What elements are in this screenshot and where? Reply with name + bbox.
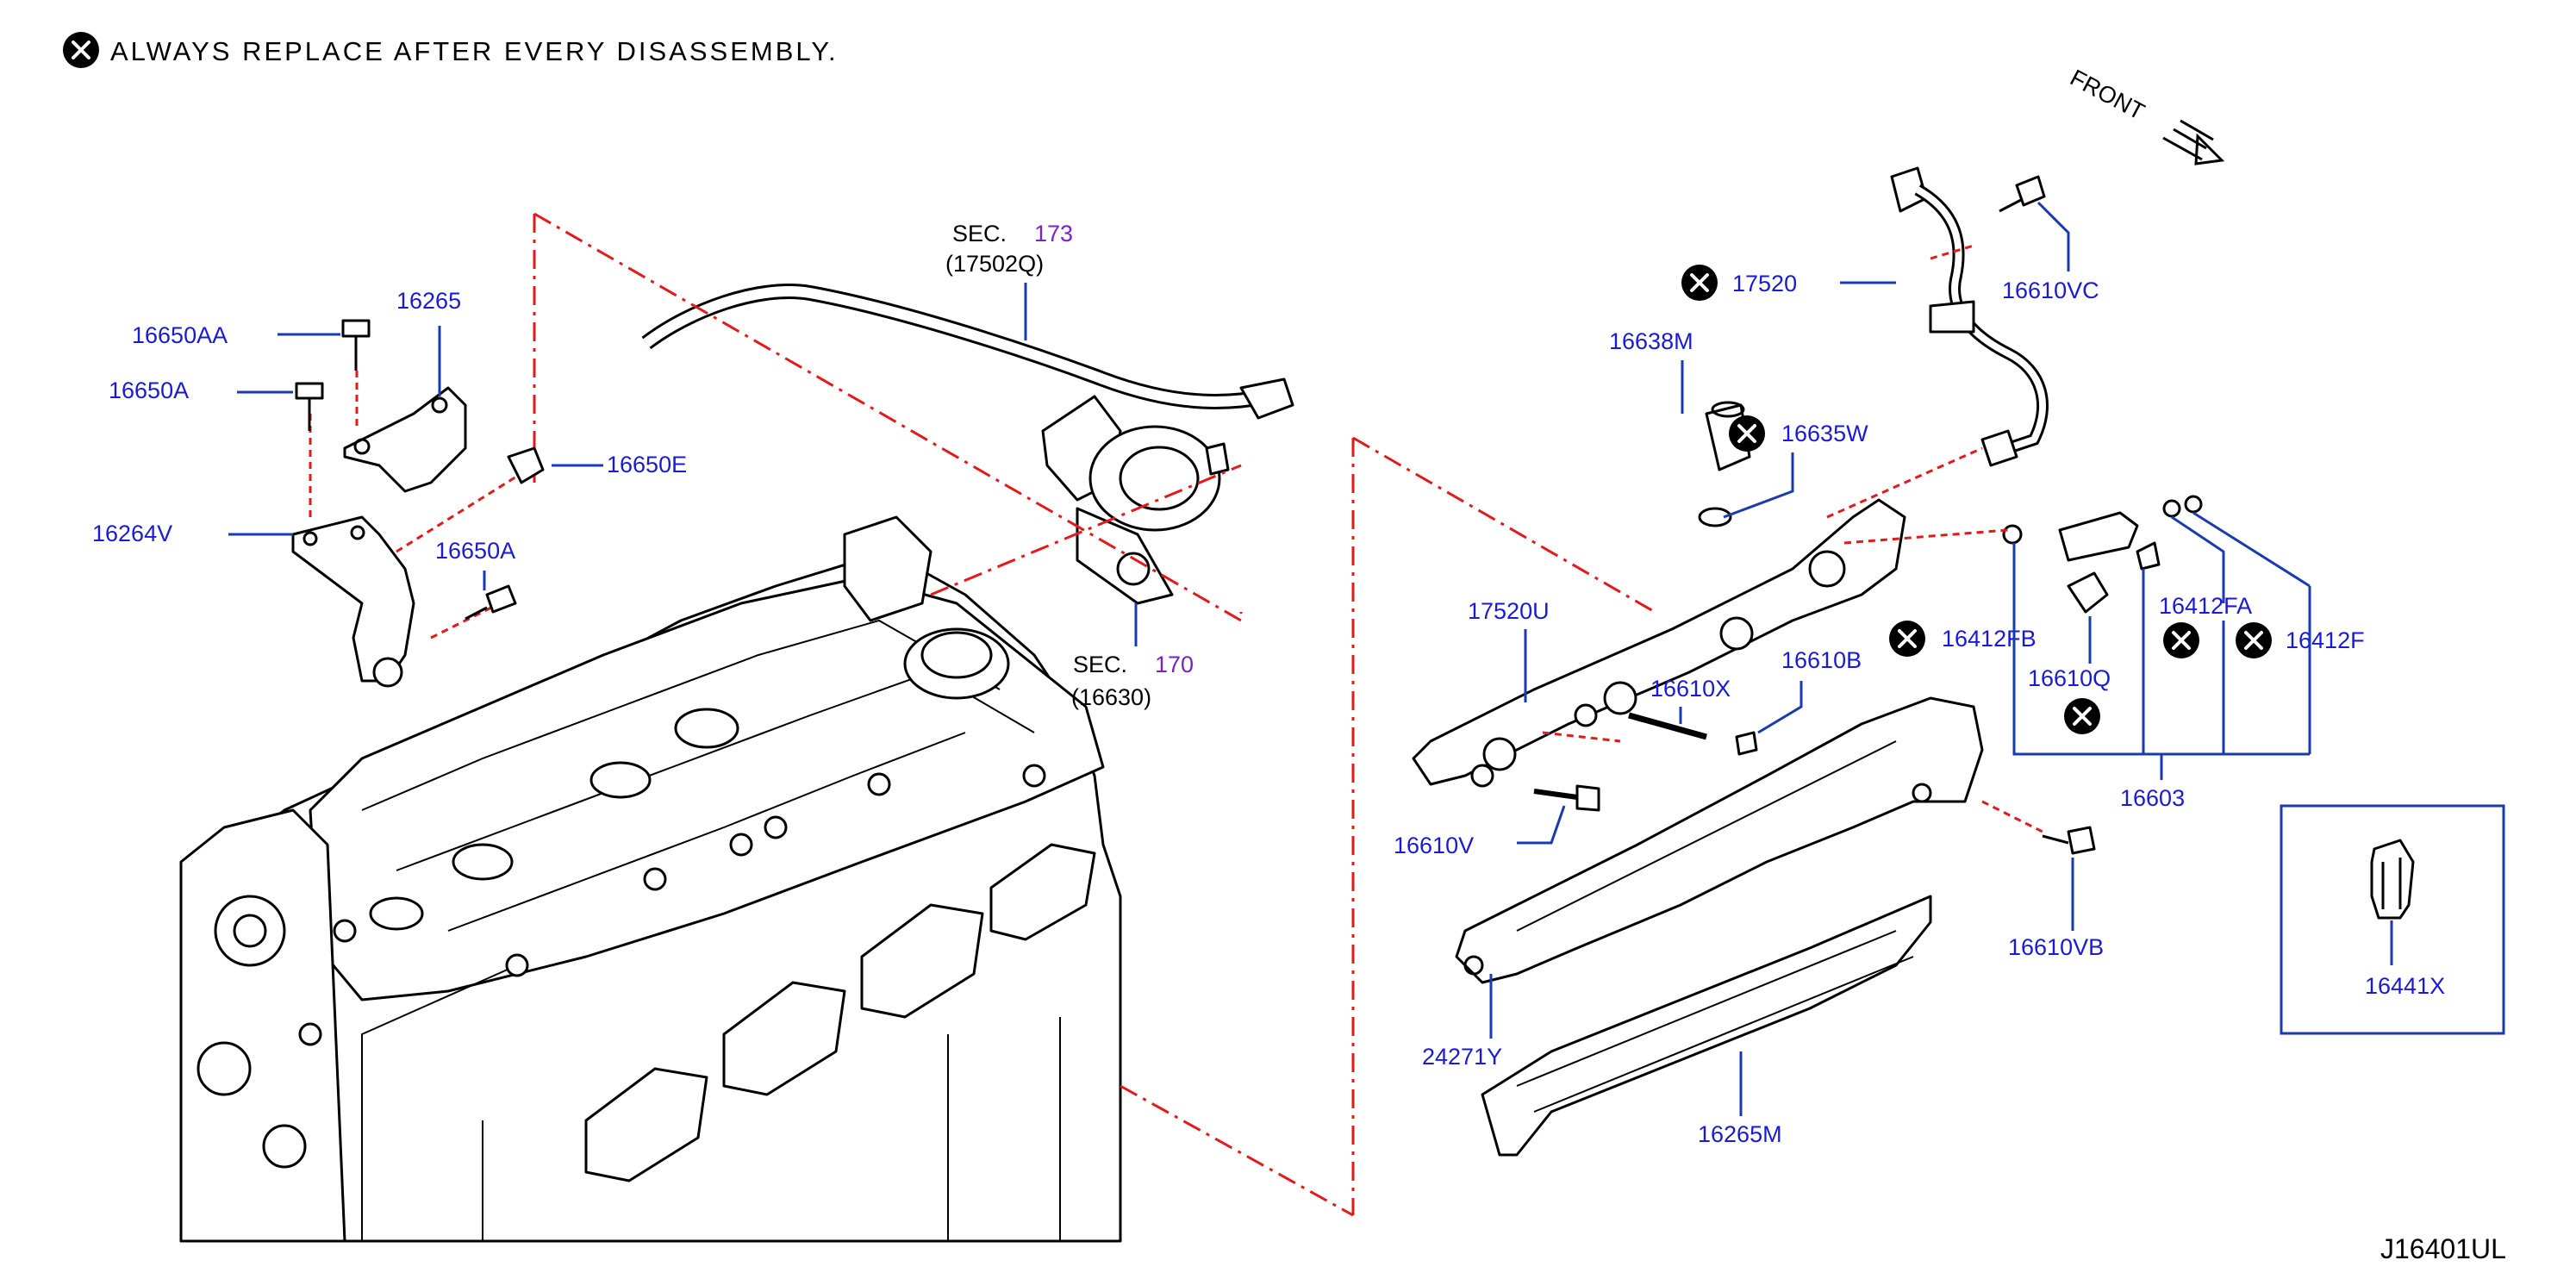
fuel-pump: [1041, 395, 1230, 605]
labels-left: 16650AA 16265 16650A 16650E 16264V 16650…: [92, 288, 687, 590]
label-16635W: 16635W: [1781, 421, 1868, 446]
bolt-16610V: [1533, 784, 1600, 812]
replace-mark-icon: [2234, 621, 2273, 660]
label-16610VC: 16610VC: [2002, 278, 2099, 303]
label-16650A-low: 16650A: [435, 538, 515, 564]
label-16610Q: 16610Q: [2028, 665, 2111, 691]
label-16265: 16265: [396, 288, 461, 314]
section-173-partref: (17502Q): [945, 251, 1044, 277]
replace-mark-icon: [1887, 619, 1927, 658]
insulator-16265M: [1481, 895, 1932, 1157]
replace-mark-icon: [61, 30, 101, 70]
label-16441X: 16441X: [2365, 973, 2445, 999]
label-16650A-top: 16650A: [109, 377, 189, 403]
stud-16610X: [1628, 712, 1758, 756]
label-16610B: 16610B: [1781, 647, 1862, 673]
intake-ports: [584, 843, 1096, 1182]
bolt-16610VC: [1999, 175, 2046, 213]
clip-16650E: [507, 446, 545, 484]
fuel-feed-hose: [641, 284, 1294, 420]
label-17520: 17520: [1732, 271, 1797, 296]
labels-right: 17520 16610VC 16638M 16635W 17520U 16610…: [1394, 201, 2365, 1147]
label-16650AA: 16650AA: [132, 322, 228, 348]
replace-note-text: ALWAYS REPLACE AFTER EVERY DISASSEMBLY.: [110, 36, 839, 66]
label-24271Y: 24271Y: [1422, 1044, 1502, 1070]
replace-mark-icon: [1727, 414, 1767, 453]
label-16610VB: 16610VB: [2008, 934, 2104, 960]
replace-mark-icon: [2161, 621, 2201, 660]
section-173-number: 173: [1034, 221, 1073, 246]
label-16603: 16603: [2120, 785, 2185, 811]
part-16441X: [2370, 839, 2415, 920]
fuel-rail-17520U: [1412, 498, 1906, 788]
diagram-id: J16401UL: [2380, 1233, 2506, 1264]
label-17520U: 17520U: [1468, 598, 1550, 624]
clip-16610Q: [2067, 571, 2109, 614]
label-16610X: 16610X: [1650, 676, 1731, 702]
label-16650E: 16650E: [607, 452, 687, 477]
bracket-16265: [343, 386, 467, 493]
section-173-ref: SEC. 173 (17502Q): [945, 221, 1073, 340]
bolt-16610VB: [2042, 826, 2096, 855]
fuel-tube-17520: [1890, 166, 2049, 467]
section-170-ref: SEC. 170 (16630): [1071, 603, 1194, 710]
head-bolts: [298, 764, 1046, 1046]
section-170-prefix: SEC.: [1073, 652, 1127, 677]
replace-note: ALWAYS REPLACE AFTER EVERY DISASSEMBLY.: [61, 30, 839, 70]
label-16610V: 16610V: [1394, 833, 1474, 858]
protector-24271Y: [1455, 696, 1984, 984]
label-16412FB: 16412FB: [1942, 626, 2036, 652]
inset-16441X: 16441X: [2280, 804, 2505, 1035]
section-173-prefix: SEC.: [952, 221, 1007, 246]
front-indicator: FRONT: [2066, 65, 2225, 165]
reference-lines-right: [1120, 244, 2043, 1217]
label-16264V: 16264V: [92, 521, 172, 546]
injector-16603: [2002, 495, 2203, 571]
front-label: FRONT: [2066, 65, 2149, 125]
label-16412F: 16412F: [2286, 627, 2365, 653]
replace-mark-icon: [1680, 263, 1719, 303]
label-16638M: 16638M: [1609, 328, 1693, 354]
engine-cylinder-head: [179, 515, 1122, 1243]
section-170-number: 170: [1155, 652, 1194, 677]
bracket-16264V: [291, 515, 415, 688]
section-170-partref: (16630): [1071, 684, 1151, 710]
label-16412FA: 16412FA: [2159, 593, 2252, 619]
replace-mark-icon: [2062, 696, 2102, 736]
front-arrow-icon: [2162, 119, 2225, 165]
bolts-left: [295, 319, 517, 621]
label-16265M: 16265M: [1698, 1121, 1782, 1147]
